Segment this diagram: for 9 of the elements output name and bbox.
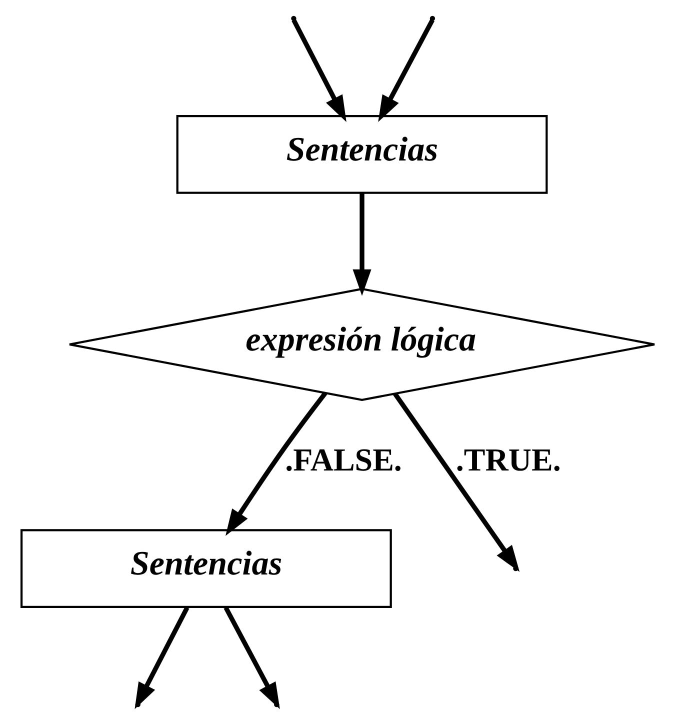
arrow [291, 18, 346, 122]
arrow [352, 193, 371, 296]
arrow [378, 18, 434, 122]
node-box: Sentencias [176, 114, 548, 194]
edge-label: .TRUE. [455, 441, 560, 478]
edge-label: .FALSE. [284, 441, 402, 478]
arrow [225, 392, 327, 536]
node-box: Sentencias [20, 529, 392, 608]
node-diamond: expresión lógica [68, 288, 656, 402]
